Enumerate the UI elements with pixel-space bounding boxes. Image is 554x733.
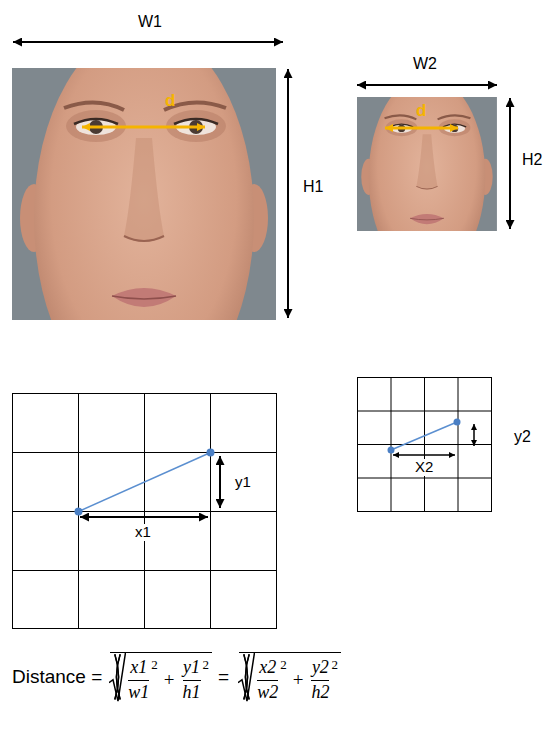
distance-label: d bbox=[416, 102, 426, 121]
numerator: x2 bbox=[259, 658, 276, 678]
axis-label: y1 bbox=[233, 474, 253, 491]
face-photo-large bbox=[12, 28, 276, 408]
distance-line bbox=[79, 453, 211, 512]
fraction-bar bbox=[311, 680, 329, 681]
parenthesis bbox=[109, 652, 126, 702]
radical-sign bbox=[238, 652, 255, 702]
parenthesis bbox=[238, 652, 255, 702]
width-arrow bbox=[13, 41, 283, 43]
numerator: y2 bbox=[312, 658, 329, 678]
grid-large bbox=[13, 394, 277, 629]
formula-label: Distance = bbox=[12, 667, 102, 688]
grid-small bbox=[358, 378, 492, 512]
dimension-label: H1 bbox=[303, 178, 323, 196]
radical-sign bbox=[109, 652, 126, 702]
operator: + bbox=[293, 670, 304, 691]
dimension-label: W1 bbox=[138, 13, 162, 31]
point bbox=[207, 449, 215, 457]
axis-label: X2 bbox=[413, 459, 435, 476]
fraction-bar bbox=[257, 680, 278, 681]
parenthesis bbox=[238, 652, 255, 702]
axis-label: x1 bbox=[133, 524, 153, 541]
dy-arrow bbox=[219, 456, 221, 508]
dy-arrow bbox=[473, 424, 475, 446]
height-arrow bbox=[287, 69, 289, 318]
denominator: h1 bbox=[183, 683, 201, 703]
width-arrow bbox=[357, 84, 497, 86]
denominator: w1 bbox=[128, 683, 149, 703]
denominator: w2 bbox=[257, 683, 278, 703]
distance-line bbox=[391, 422, 457, 450]
fraction: y1h1 bbox=[183, 658, 201, 703]
fraction: y2h2 bbox=[311, 658, 329, 703]
fraction: x1w1 bbox=[128, 658, 149, 703]
operator: + bbox=[164, 670, 175, 691]
parenthesis bbox=[109, 652, 126, 702]
distance-label: d bbox=[165, 92, 175, 111]
face-photo-small bbox=[357, 76, 497, 278]
parenthesis bbox=[109, 652, 126, 702]
exponent: 2 bbox=[203, 658, 210, 672]
formula: Distance =x1w12+y1h12=x2w22+y2h22 bbox=[12, 652, 341, 703]
parenthesis bbox=[109, 652, 126, 702]
eye-distance-arrow bbox=[82, 126, 205, 129]
point bbox=[75, 508, 83, 516]
point bbox=[388, 447, 395, 454]
parenthesis bbox=[238, 652, 255, 702]
dimension-label: H2 bbox=[522, 151, 542, 169]
height-arrow bbox=[509, 98, 511, 229]
fraction-bar bbox=[128, 680, 149, 681]
exponent: 2 bbox=[331, 658, 338, 672]
numerator: x1 bbox=[130, 658, 147, 678]
dimension-label: W2 bbox=[413, 55, 437, 73]
square-root: x2w22+y2h22 bbox=[239, 652, 341, 703]
square-root: x1w12+y1h12 bbox=[110, 652, 212, 703]
numerator: y1 bbox=[183, 658, 200, 678]
dx-arrow bbox=[80, 516, 208, 518]
operator: = bbox=[218, 667, 229, 688]
denominator: h2 bbox=[311, 683, 329, 703]
exponent: 2 bbox=[151, 658, 158, 672]
exponent: 2 bbox=[280, 658, 287, 672]
dx-arrow bbox=[393, 454, 455, 456]
point bbox=[454, 419, 461, 426]
eye-distance-arrow bbox=[385, 127, 458, 130]
fraction-bar bbox=[183, 680, 201, 681]
parenthesis bbox=[238, 652, 255, 702]
axis-label: y2 bbox=[514, 428, 531, 446]
fraction: x2w2 bbox=[257, 658, 278, 703]
